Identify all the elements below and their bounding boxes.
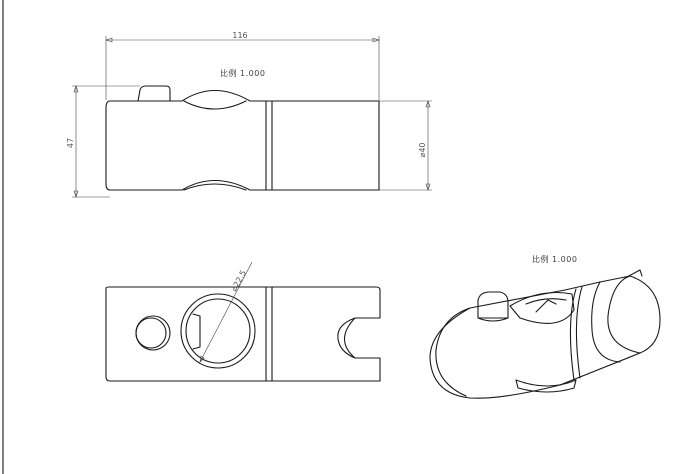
height-label: 47 xyxy=(66,138,75,148)
top-body xyxy=(105,286,381,382)
iso-latch-tab xyxy=(477,291,509,319)
isometric-view: 比例 1.000 xyxy=(429,254,661,399)
bore-label: ⌀22.5 xyxy=(230,269,249,293)
front-body xyxy=(105,85,380,191)
large-bore xyxy=(180,293,256,369)
front-scale-label: 比例 1.000 xyxy=(220,68,265,78)
width-label: 116 xyxy=(232,31,247,40)
top-view: ⌀22.5 xyxy=(105,261,381,382)
iso-saddle xyxy=(509,291,575,324)
front-view: 116 比例 1.000 47 ⌀40 xyxy=(66,31,432,198)
dimension-width: 116 xyxy=(105,31,380,100)
diameter-label: ⌀40 xyxy=(418,143,427,158)
dimension-diameter: ⌀40 xyxy=(379,100,432,191)
dimension-height: 47 xyxy=(66,85,140,198)
iso-scale-label: 比例 1.000 xyxy=(532,254,577,264)
iso-body xyxy=(429,275,661,399)
